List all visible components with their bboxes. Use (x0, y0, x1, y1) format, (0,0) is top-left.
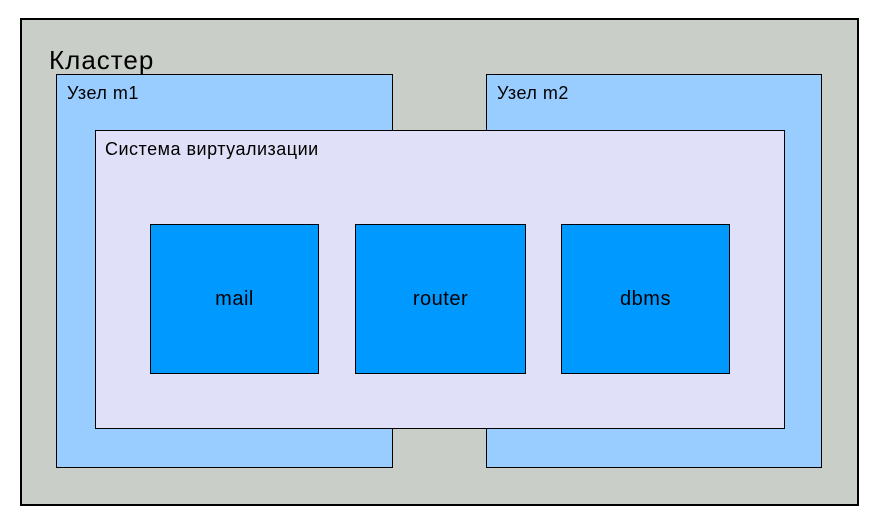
vm-mail-label: mail (215, 287, 254, 310)
vm-dbms-box: dbms (561, 224, 730, 374)
node-m2-label: Узел m2 (497, 83, 569, 103)
vm-router-label: router (412, 287, 469, 310)
virtualization-label: Система виртуализации (105, 139, 319, 159)
cluster-label: Кластер (49, 45, 155, 75)
vm-dbms-label: dbms (620, 287, 671, 310)
vm-mail-box: mail (150, 224, 319, 374)
node-m1-label: Узел m1 (67, 83, 139, 103)
vm-router-box: router (355, 224, 526, 374)
